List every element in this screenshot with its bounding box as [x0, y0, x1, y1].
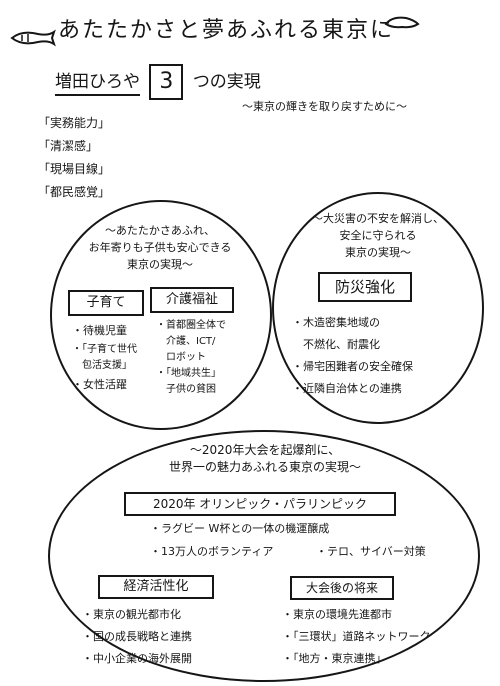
pledge-item: 「清潔感」 — [38, 139, 99, 153]
childcare-items: ・待機児童 ・「子育て世代 包活支援」 ・女性活躍 — [72, 324, 137, 391]
olympics-intro: 〜2020年大会を起爆剤に、 世界一の魅力あふれる東京の実現〜 — [168, 443, 361, 474]
headline-number: 3 — [149, 64, 184, 100]
fish-doodle-icon-left — [10, 29, 56, 47]
disaster-prevention-label: 防災強化 — [318, 272, 412, 302]
olympics-items-row2b: ・テロ、サイバー対策 — [316, 545, 426, 558]
olympics-items: ・ラグビー W杯との一体の機運醸成 — [150, 522, 330, 535]
pledge-item: 「実務能力」 — [38, 116, 111, 130]
disaster-prevention-circle — [272, 192, 484, 424]
welfare-label: 介護福祉 — [150, 287, 234, 313]
childcare-welfare-circle — [50, 200, 272, 430]
fish-doodle-icon-right — [384, 16, 420, 29]
pledge-list: 「実務能力」 「清潔感」 「現場目線」 「都民感覚」 — [38, 112, 110, 204]
economy-items: ・東京の観光都市化 ・国の成長戦略と連携 ・中小企業の海外展開 — [82, 608, 192, 665]
olympics-label: 2020年 オリンピック・パラリンピック — [124, 492, 396, 516]
candidate-name: 増田ひろや — [55, 72, 140, 96]
pledge-item: 「都民感覚」 — [38, 185, 111, 199]
headline-subtitle: 〜東京の輝きを取り戻すために〜 — [242, 100, 407, 113]
pledge-item: 「現場目線」 — [38, 162, 111, 176]
headline: 増田ひろや 3 つの実現 — [55, 64, 261, 100]
olympics-items-row2: ・13万人のボランティア — [150, 545, 274, 558]
welfare-items: ・首都圏全体で 介護、ICT/ ロボット ・「地域共生」 子供の貧困 — [156, 320, 226, 395]
olympics-circle — [48, 430, 480, 682]
economy-label: 経済活性化 — [98, 575, 214, 599]
legacy-label: 大会後の将来 — [290, 576, 394, 600]
legacy-items: ・東京の環境先進都市 ・「三環状」道路ネットワーク ・「地方・東京連携」 — [282, 608, 431, 665]
disaster-prevention-items: ・木造密集地域の 不燃化、耐震化 ・帰宅困難者の安全確保 ・近隣自治体との連携 — [292, 316, 413, 395]
headline-suffix: つの実現 — [192, 72, 261, 92]
disaster-prevention-intro: 〜大災害の不安を解消し、 安全に守られる 東京の実現〜 — [312, 212, 444, 259]
childcare-label: 子育て — [68, 290, 144, 316]
childcare-welfare-intro: 〜あたたかさあふれ、 お年寄りも子供も安心できる 東京の実現〜 — [88, 224, 232, 271]
page-title: あたたかさと夢あふれる東京に — [58, 18, 395, 43]
